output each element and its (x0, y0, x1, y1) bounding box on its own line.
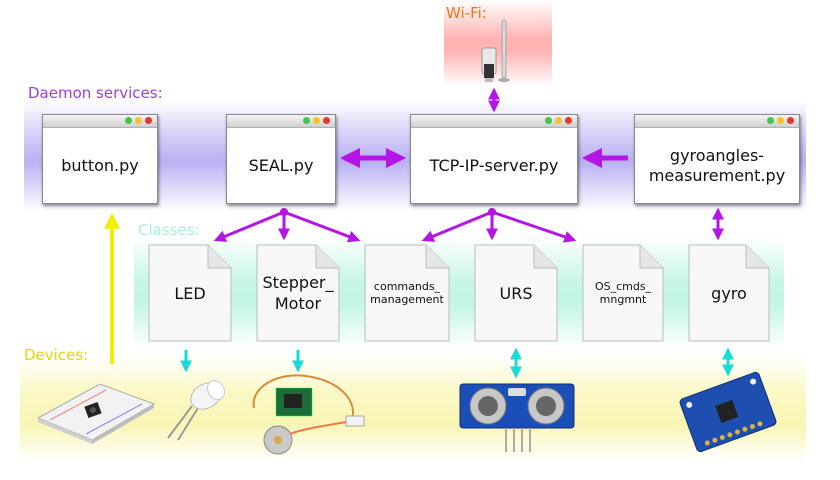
gyro-sensor-icon (676, 370, 780, 454)
document-icon (256, 244, 340, 342)
window-titlebar (43, 115, 157, 128)
window-titlebar (411, 115, 577, 128)
devices-section-label: Devices: (24, 346, 89, 364)
minimize-icon (777, 117, 784, 124)
class-name: commands_ management (370, 280, 444, 306)
maximize-icon (545, 117, 552, 124)
breadboard-button-icon (34, 374, 156, 444)
daemon-name: button.py (61, 155, 139, 175)
close-icon (323, 117, 330, 124)
class-doc-stepper-motor: Stepper_ Motor (256, 244, 340, 342)
class-doc-led: LED (148, 244, 232, 342)
wifi-band (444, 0, 552, 86)
led-icon (162, 376, 232, 442)
daemon-window-gyroangles: gyroangles- measurement.py (634, 114, 800, 204)
close-icon (145, 117, 152, 124)
daemon-services-section-label: Daemon services: (28, 84, 163, 102)
classes-band (134, 236, 784, 348)
maximize-icon (125, 117, 132, 124)
window-titlebar (227, 115, 335, 128)
daemon-window-tcp-ip-server: TCP-IP-server.py (410, 114, 578, 204)
wifi-section-label: Wi-Fi: (446, 4, 487, 22)
class-doc-gyro: gyro (688, 244, 770, 342)
class-name: OS_cmds_ mngmnt (594, 280, 652, 306)
class-doc-commands-management: commands_ management (364, 244, 450, 342)
minimize-icon (555, 117, 562, 124)
classes-section-label: Classes: (138, 221, 200, 239)
stepper-motor-icon (246, 368, 370, 456)
class-name: gyro (711, 283, 747, 303)
daemon-name: SEAL.py (248, 155, 314, 175)
seal-led-arrow (213, 210, 285, 242)
maximize-icon (767, 117, 774, 124)
document-icon (474, 244, 558, 342)
minimize-icon (135, 117, 142, 124)
class-doc-urs: URS (474, 244, 558, 342)
daemon-name: gyroangles- measurement.py (648, 145, 786, 185)
minimize-icon (313, 117, 320, 124)
class-doc-os-cmds-mngmnt: OS_cmds_ mngmnt (582, 244, 664, 342)
document-icon (582, 244, 664, 342)
tcp-commands-arrow (421, 210, 493, 242)
window-titlebar (635, 115, 799, 128)
daemon-window-seal: SEAL.py (226, 114, 336, 204)
close-icon (787, 117, 794, 124)
document-icon (688, 244, 770, 342)
document-icon (364, 244, 450, 342)
class-name: LED (174, 283, 206, 303)
wifi-dongle-icon (472, 18, 520, 84)
document-icon (148, 244, 232, 342)
ultrasonic-sensor-icon (458, 382, 576, 454)
daemon-name: TCP-IP-server.py (429, 155, 559, 175)
maximize-icon (303, 117, 310, 124)
daemon-window-button: button.py (42, 114, 158, 204)
tcp-os-cmds-arrow (491, 210, 577, 243)
seal-commands-arrow (283, 210, 361, 243)
class-name: Stepper_ Motor (262, 273, 334, 313)
class-name: URS (499, 283, 533, 303)
close-icon (565, 117, 572, 124)
